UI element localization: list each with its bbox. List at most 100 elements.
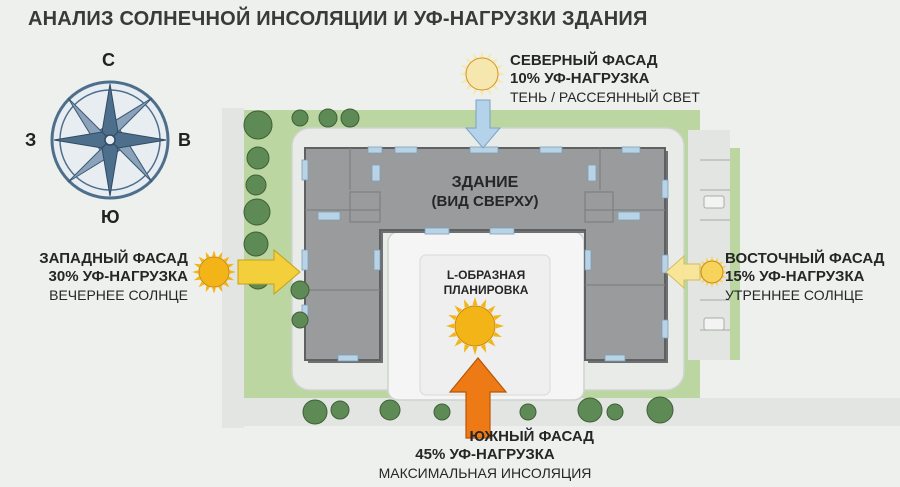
compass-north-label: С [102, 50, 115, 70]
sun-ray [715, 257, 719, 262]
sun-ray [193, 276, 201, 281]
south-sun-icon [446, 297, 504, 355]
building-label-line2: (ВИД СВЕРХУ) [431, 192, 539, 210]
windows [301, 146, 669, 362]
sun-ray [700, 260, 705, 265]
sun-ray [480, 299, 487, 308]
sun-ray [227, 276, 235, 281]
west-facade-name: ЗАПАДНЫЙ ФАСАД [39, 250, 188, 267]
sun-ray [473, 88, 478, 96]
diagram-title: АНАЛИЗ СОЛНЕЧНОЙ ИНСОЛЯЦИИ И УФ-НАГРУЗКИ… [28, 8, 648, 30]
sun-ray [198, 281, 205, 288]
sun-ray [465, 57, 472, 64]
sun-ray [723, 270, 728, 274]
courtyard-label-line1: L-ОБРАЗНАЯ [446, 268, 526, 282]
sun-disc [198, 256, 230, 288]
sun-ray [495, 323, 504, 329]
compass-rose [50, 80, 170, 200]
sun-ray [227, 263, 235, 268]
sun-ray [205, 251, 210, 259]
sun-ray [498, 72, 506, 76]
south-arrow-icon [448, 357, 508, 439]
sun-ray [463, 344, 470, 353]
sun-ray [710, 256, 714, 261]
east-facade-label: ВОСТОЧНЫЙ ФАСАД 15% УФ-НАГРУЗКА УТРЕННЕЕ… [725, 250, 890, 304]
sun-ray [472, 297, 478, 306]
sun-ray [473, 52, 478, 60]
north-facade-load: 10% УФ-НАГРУЗКА [510, 70, 650, 88]
compass-west-label: З [25, 130, 37, 150]
sun-ray [446, 323, 455, 329]
building-footprint [304, 147, 668, 363]
sun-ray [448, 331, 457, 338]
sun-ray [705, 282, 709, 287]
sun-ray [719, 279, 724, 284]
courtyard-label-line2: ПЛАНИРОВКА [443, 282, 529, 297]
north-sun-icon [458, 50, 506, 98]
sun-ray [492, 84, 499, 91]
sun-ray [218, 251, 223, 259]
sun-ray [223, 256, 230, 263]
sun-ray [212, 250, 216, 257]
road-west [222, 108, 244, 428]
sun-ray [705, 257, 709, 262]
sun-ray [454, 339, 462, 347]
sun-ray [198, 256, 205, 263]
sun-ray [480, 50, 484, 58]
sun-ray [486, 52, 491, 60]
building-label: ЗДАНИЕ (ВИД СВЕРХУ) [405, 173, 565, 211]
sun-disc [700, 260, 724, 284]
north-facade-note: ТЕНЬ / РАССЕЯННЫЙ СВЕТ [510, 88, 700, 105]
sun-ray [192, 270, 199, 274]
north-facade-name: СЕВЕРНЫЙ ФАСАД [510, 52, 658, 69]
east-arrow-icon [665, 254, 701, 290]
west-facade-note: ВЕЧЕРНЕЕ СОЛНЦЕ [49, 286, 188, 303]
sun-ray [486, 88, 491, 96]
east-facade-name: ВОСТОЧНЫЙ ФАСАД [725, 250, 885, 267]
sun-ray [480, 344, 487, 353]
sun-disc [465, 57, 499, 91]
sun-ray [493, 331, 502, 338]
courtyard-label: L-ОБРАЗНАЯ ПЛАНИРОВКА [416, 268, 556, 297]
sun-ray [472, 346, 478, 355]
compass-east-label: В [178, 130, 191, 150]
sun-ray [460, 78, 468, 83]
north-arrow-icon [464, 99, 502, 149]
sun-ray [722, 275, 727, 279]
south-facade-name: ЮЖНЫЙ ФАСАД [469, 428, 594, 445]
east-sun-icon [696, 256, 728, 288]
compass-south-label: Ю [101, 207, 120, 227]
sun-ray [488, 305, 496, 313]
sun-ray [480, 90, 484, 98]
east-facade-load: 15% УФ-НАГРУЗКА [725, 268, 865, 286]
south-facade-label: ЮЖНЫЙ ФАСАД 45% УФ-НАГРУЗКА МАКСИМАЛЬНАЯ… [360, 428, 610, 482]
sun-ray [218, 285, 223, 293]
west-facade-load: 30% УФ-НАГРУЗКА [48, 268, 188, 286]
sun-ray [719, 260, 724, 265]
parking-lot [688, 130, 730, 360]
sun-ray [463, 299, 470, 308]
sun-ray [715, 282, 719, 287]
sun-ray [488, 339, 496, 347]
west-sun-icon [192, 250, 236, 294]
sun-ray [492, 57, 499, 64]
sun-ray [448, 314, 457, 321]
sun-ray [205, 285, 210, 293]
sun-ray [229, 270, 236, 274]
sun-ray [223, 281, 230, 288]
sun-ray [710, 283, 714, 288]
sun-ray [496, 78, 504, 83]
south-facade-load: 45% УФ-НАГРУЗКА [415, 446, 555, 464]
sun-ray [700, 279, 705, 284]
south-facade-note: МАКСИМАЛЬНАЯ ИНСОЛЯЦИЯ [378, 464, 592, 481]
west-arrow-icon [237, 248, 301, 296]
sun-ray [193, 263, 201, 268]
sun-ray [722, 265, 727, 269]
sun-ray [460, 65, 468, 70]
sun-disc [454, 305, 496, 347]
sun-ray [212, 287, 216, 294]
building-label-line1: ЗДАНИЕ [451, 174, 519, 191]
sun-ray [465, 84, 472, 91]
